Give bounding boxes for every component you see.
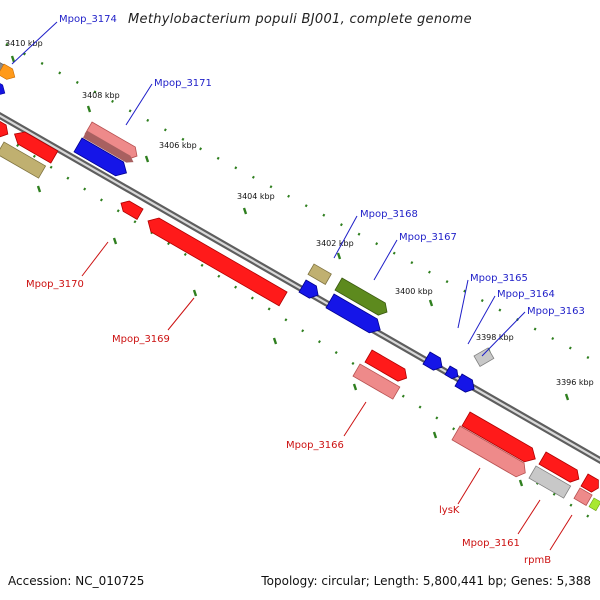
- gene-label-mpop-3164: Mpop_3164: [497, 289, 555, 300]
- gene-arrow-blue-3: [325, 293, 381, 334]
- genome-backbone: [0, 111, 600, 465]
- gene-arrow-red-partial: [0, 117, 9, 138]
- gene-arrow-red-3166: [364, 349, 408, 382]
- gene-arrow-red-2: [13, 131, 59, 164]
- gene-arrow-blue-partial: [0, 79, 6, 96]
- kbp-label: 3404 kbp: [237, 192, 275, 201]
- gene-label-mpop-3167: Mpop_3167: [399, 232, 457, 243]
- gene-arrow-blue-4: [454, 373, 475, 393]
- gene-arrow-red-6: [580, 473, 599, 493]
- kbp-label: 3400 kbp: [395, 287, 433, 296]
- major-tick: [144, 155, 150, 163]
- gene-arrow-red-5: [538, 451, 580, 483]
- accession-text: Accession: NC_010725: [8, 574, 145, 588]
- major-tick: [86, 105, 92, 113]
- gene-label-mpop-3161: Mpop_3161: [462, 538, 520, 549]
- gene-label-mpop-3169: Mpop_3169: [112, 334, 170, 345]
- major-tick: [10, 55, 16, 63]
- kbp-label: 3402 kbp: [316, 239, 354, 248]
- gene-arrow-3161: [528, 465, 572, 499]
- gene-arrow-3167: [334, 277, 388, 316]
- major-tick: [336, 252, 342, 260]
- gene-arrow-3170: [120, 200, 144, 220]
- major-tick: [242, 207, 248, 215]
- major-tick: [36, 185, 42, 193]
- major-tick: [272, 337, 278, 345]
- gene-arrow-3174: [0, 63, 16, 80]
- major-tick: [352, 383, 358, 391]
- kbp-label: 3408 kbp: [82, 91, 120, 100]
- gene-label-mpop-3174: Mpop_3174: [59, 14, 117, 25]
- gene-arrow-3169: [147, 217, 288, 307]
- major-tick: [432, 431, 438, 439]
- gene-label-mpop-3171: Mpop_3171: [154, 78, 212, 89]
- gene-label-mpop-3166: Mpop_3166: [286, 440, 344, 451]
- gene-label-mpop-3165: Mpop_3165: [470, 273, 528, 284]
- gene-label-mpop-3170: Mpop_3170: [26, 279, 84, 290]
- gene-arrow-3166: [352, 363, 401, 400]
- major-tick: [564, 393, 570, 401]
- gene-arrow-blue-2: [298, 279, 319, 299]
- kbp-label: 3398 kbp: [476, 333, 514, 342]
- gene-label-mpop-3168: Mpop_3168: [360, 209, 418, 220]
- major-tick: [192, 289, 198, 297]
- gene-arrow-red-lysk: [461, 411, 536, 463]
- callout-lines: [11, 21, 573, 551]
- gene-label-lysk: lysK: [439, 505, 460, 516]
- gene-arrow-3165: [422, 351, 443, 371]
- gene-label-rpmb: rpmB: [524, 555, 551, 566]
- kbp-label: 3410 kbp: [5, 39, 43, 48]
- gene-label-mpop-3163: Mpop_3163: [527, 306, 585, 317]
- map-title: Methylobacterium populi BJ001, complete …: [128, 12, 472, 27]
- gene-arrow-3171: [83, 121, 138, 163]
- gene-arrow-blue-1: [73, 137, 127, 177]
- gene-arrow-green-partial: [588, 497, 600, 512]
- gene-arrow-3164: [444, 365, 459, 380]
- kbp-label: 3406 kbp: [159, 141, 197, 150]
- gene-features: [0, 57, 600, 512]
- kbp-label: 3396 kbp: [556, 378, 594, 387]
- genome-summary-text: Topology: circular; Length: 5,800,441 bp…: [261, 574, 591, 588]
- gene-arrow-3168: [307, 263, 332, 285]
- major-tick: [112, 237, 118, 245]
- scale-ticks: [0, 42, 600, 526]
- scale-labels: 3410 kbp 3408 kbp 3406 kbp 3404 kbp 3402…: [5, 39, 594, 387]
- gene-arrow-3163: [473, 347, 495, 367]
- major-tick: [518, 479, 524, 487]
- reverse-gene-labels: Mpop_3170 Mpop_3169 Mpop_3166 lysK Mpop_…: [26, 279, 551, 566]
- major-tick: [428, 299, 434, 307]
- forward-gene-labels: Mpop_3174 Mpop_3171 Mpop_3168 Mpop_3167 …: [59, 14, 585, 317]
- gene-arrow-lysK: [451, 425, 526, 478]
- gene-arrow-khaki: [0, 141, 47, 179]
- gene-arrow-rpmB: [573, 487, 593, 506]
